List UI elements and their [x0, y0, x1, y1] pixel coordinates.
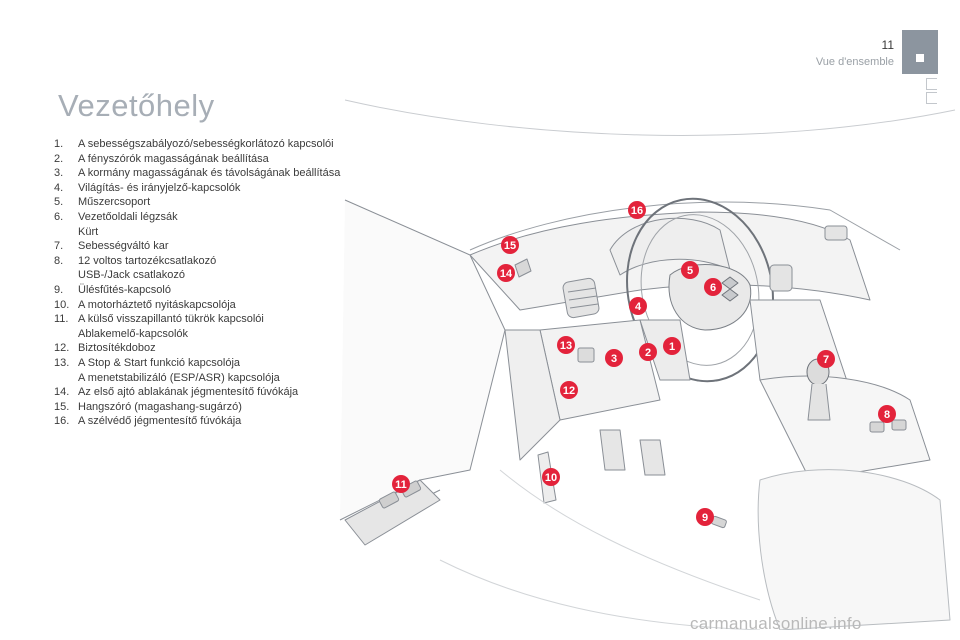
- list-item: 12. Biztosítékdoboz: [54, 341, 354, 356]
- item-text: A külső visszapillantó tükrök kapcsolói: [78, 313, 264, 326]
- item-text: A fényszórók magasságának beállítása: [78, 152, 269, 165]
- item-extra: Ablakemelő-kapcsolók: [78, 327, 189, 340]
- callout-label: 13: [560, 340, 572, 352]
- list-item: 16. A szélvédő jégmentesítő fúvókája: [54, 414, 354, 429]
- item-number: 7.: [54, 240, 64, 253]
- callout-16: 16: [628, 201, 646, 219]
- watermark: carmanualsonline.info: [690, 614, 862, 633]
- item-number: 3.: [54, 167, 64, 180]
- item-text: Világítás- és irányjelző-kapcsolók: [78, 181, 241, 194]
- item-number: 8.: [54, 254, 64, 267]
- list-item: 7. Sebességváltó kar: [54, 239, 354, 254]
- item-text: A szélvédő jégmentesítő fúvókája: [78, 415, 242, 428]
- item-text: Az első ajtó ablakának jégmentesítő fúvó…: [78, 386, 299, 399]
- callout-label: 2: [645, 347, 651, 359]
- callout-label: 12: [563, 385, 575, 397]
- item-text: 12 voltos tartozékcsatlakozó: [78, 254, 217, 267]
- callout-13: 13: [557, 336, 575, 354]
- item-text: Vezetőoldali légzsák: [78, 210, 178, 223]
- list-item: 13. A Stop & Start funkció kapcsolója A me…: [54, 356, 354, 385]
- chapter-tab-outline: [926, 78, 937, 90]
- callout-11: 11: [392, 475, 410, 493]
- item-number: 6.: [54, 210, 64, 223]
- page-title: Vezetőhely: [58, 88, 215, 123]
- item-number: 15.: [54, 400, 70, 413]
- item-text: Biztosítékdoboz: [78, 342, 156, 355]
- item-number: 11.: [54, 313, 69, 326]
- item-extra: Kürt: [78, 225, 99, 238]
- callout-14: 14: [497, 264, 515, 282]
- callout-label: 1: [669, 341, 675, 353]
- callout-4: 4: [629, 297, 647, 315]
- callout-label: 16: [631, 205, 643, 217]
- callout-label: 15: [504, 240, 516, 252]
- callout-10: 10: [542, 468, 560, 486]
- item-text: Műszercsoport: [78, 196, 151, 209]
- item-number: 13.: [54, 356, 70, 369]
- component-list: 1. A sebességszabályozó/sebességkorlátozó…: [54, 137, 354, 429]
- item-text: A sebességszabályozó/sebességkorlátozó k…: [78, 138, 334, 150]
- item-text: A Stop & Start funkció kapcsolója: [78, 356, 241, 369]
- item-text: A motorháztető nyitáskapcsolója: [78, 298, 236, 311]
- callout-12: 12: [560, 381, 578, 399]
- item-text: Hangszóró (magashang-sugárzó): [78, 400, 242, 413]
- callout-1: 1: [663, 337, 681, 355]
- list-item: 10. A motorháztető nyitáskapcsolója: [54, 298, 354, 313]
- callout-7: 7: [817, 350, 835, 368]
- list-item: 11. A külső visszapillantó tükrök kapcsol…: [54, 312, 354, 341]
- chapter-tab-marker: [916, 54, 924, 62]
- item-number: 12.: [54, 342, 70, 355]
- list-item: 5. Műszercsoport: [54, 195, 354, 210]
- item-number: 2.: [54, 152, 64, 165]
- dashboard-illustration: 1 2 3 4 5 6 7 8 9 10 11 12 13 14 15 16: [339, 99, 956, 630]
- callout-label: 7: [823, 354, 829, 366]
- callout-8: 8: [878, 405, 896, 423]
- item-number: 14.: [54, 386, 70, 399]
- list-item: 4. Világítás- és irányjelző-kapcsolók: [54, 181, 354, 196]
- callout-label: 9: [702, 512, 708, 524]
- item-number: 10.: [54, 298, 70, 311]
- list-item: 9. Ülésfűtés-kapcsoló: [54, 283, 354, 298]
- callout-label: 10: [545, 472, 557, 484]
- item-text: Sebességváltó kar: [78, 240, 169, 253]
- list-item: 15. Hangszóró (magashang-sugárzó): [54, 400, 354, 415]
- callout-label: 3: [611, 353, 617, 365]
- item-extra: USB-/Jack csatlakozó: [78, 269, 185, 282]
- list-item: 1. A sebességszabályozó/sebességkorlátozó…: [54, 137, 354, 152]
- list-item: 2. A fényszórók magasságának beállítása: [54, 152, 354, 167]
- item-number: 5.: [54, 196, 64, 209]
- item-number: 4.: [54, 181, 64, 194]
- list-item: 14. Az első ajtó ablakának jégmentesítő f…: [54, 385, 354, 400]
- callout-15: 15: [501, 236, 519, 254]
- item-text: Ülésfűtés-kapcsoló: [78, 283, 171, 296]
- item-number: 9.: [54, 283, 64, 296]
- item-number: 16.: [54, 415, 70, 428]
- callout-6: 6: [704, 278, 722, 296]
- callout-2: 2: [639, 343, 657, 361]
- callout-label: 4: [635, 301, 642, 313]
- callout-label: 11: [395, 479, 407, 491]
- callout-label: 8: [884, 409, 890, 421]
- callout-label: 6: [710, 282, 716, 294]
- callout-5: 5: [681, 261, 699, 279]
- callout-3: 3: [605, 349, 623, 367]
- item-number: 1.: [54, 138, 64, 150]
- chapter-tab: [902, 30, 938, 74]
- list-item: 3. A kormány magasságának és távolságának…: [54, 166, 354, 181]
- callout-label: 14: [500, 268, 513, 280]
- section-title: Vue d'ensemble: [815, 56, 894, 68]
- item-text: A kormány magasságának és távolságának b…: [78, 167, 341, 180]
- page-number: 11: [881, 38, 894, 52]
- chapter-tab-outline: [926, 92, 937, 104]
- item-extra: A menetstabilizáló (ESP/ASR) kapcsolója: [78, 371, 280, 384]
- callout-9: 9: [696, 508, 714, 526]
- callout-label: 5: [687, 265, 693, 277]
